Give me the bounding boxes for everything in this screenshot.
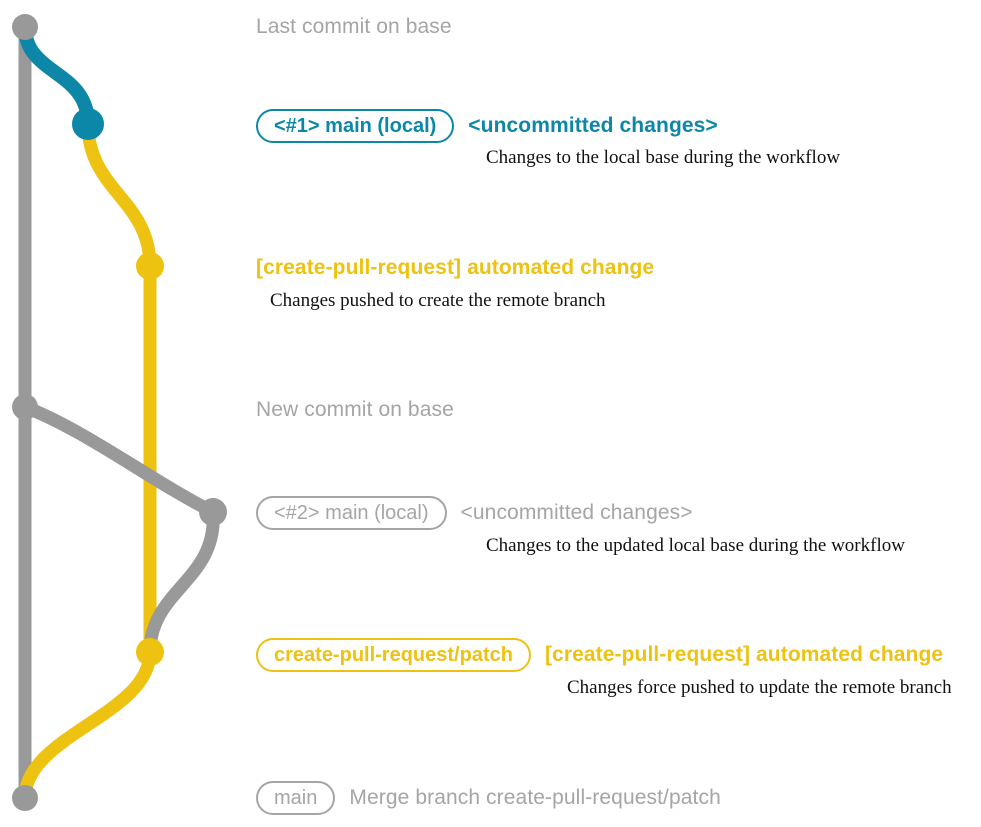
note-local-uncommitted-2: Changes to the updated local base during… [486,535,905,556]
badge-main-local-2[interactable]: <#2> main (local) [256,496,447,530]
commit-node-patch-update[interactable] [136,638,164,666]
edge-local1-to-patch-create [81,117,157,273]
caption-last-commit-on-base: Last commit on base [256,15,452,38]
spacer [454,126,468,127]
edge-base-to-local1 [18,20,95,131]
commit-node-base-merge[interactable] [12,785,38,811]
commit-subject-uncommitted-2: <uncommitted changes> [460,501,693,524]
row-merge-commit: main Merge branch create-pull-request/pa… [256,781,721,815]
row-automated-change-create: [create-pull-request] automated change [256,256,654,280]
commit-node-local-1[interactable] [72,108,104,140]
note-automated-change-update: Changes force pushed to update the remot… [567,677,952,698]
row-last-commit-on-base: Last commit on base [256,15,452,39]
commit-graph [12,14,227,811]
commit-subject-merge: Merge branch create-pull-request/patch [349,786,721,809]
edge-local2-to-patch-update [143,505,220,659]
commit-node-base-last[interactable] [12,14,38,40]
row-new-commit-on-base: New commit on base [256,398,454,422]
row-local-uncommitted-1: <#1> main (local) <uncommitted changes> [256,109,718,143]
commit-node-patch-create[interactable] [136,252,164,280]
spacer [531,655,545,656]
commit-subject-automated-update: [create-pull-request] automated change [544,643,944,666]
edge-patch-update-to-merge [18,645,157,805]
commit-nodes [12,14,227,811]
badge-main[interactable]: main [256,781,336,815]
commit-subject-automated-create: [create-pull-request] automated change [256,256,655,279]
commit-node-base-new[interactable] [12,394,38,420]
caption-new-commit-on-base: New commit on base [256,398,454,421]
badge-create-pull-request-patch[interactable]: create-pull-request/patch [256,638,531,672]
spacer [447,513,461,514]
badge-main-local-1[interactable]: <#1> main (local) [256,109,455,143]
commit-subject-uncommitted-1: <uncommitted changes> [468,114,718,137]
spacer [335,798,349,799]
row-automated-change-update: create-pull-request/patch [create-pull-r… [256,638,943,672]
edge-base-new-to-local2 [18,400,220,519]
note-local-uncommitted-1: Changes to the local base during the wor… [486,147,841,168]
commit-node-local-2[interactable] [199,498,227,526]
note-automated-change-create: Changes pushed to create the remote bran… [270,290,606,311]
row-local-uncommitted-2: <#2> main (local) <uncommitted changes> [256,496,693,530]
